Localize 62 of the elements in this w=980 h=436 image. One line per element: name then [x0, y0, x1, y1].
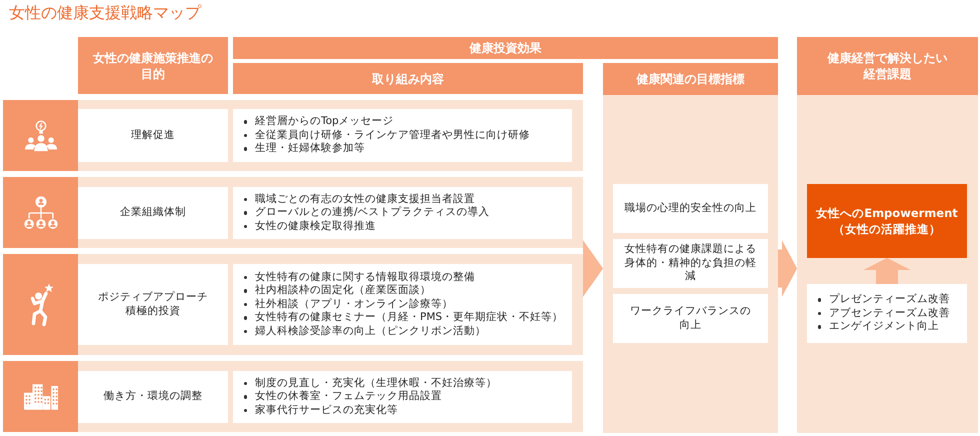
bullet-item: エンゲイジメント向上: [815, 320, 939, 334]
header-band: [233, 63, 583, 94]
category-card: [78, 371, 228, 423]
category-label: 理解促進: [131, 128, 175, 142]
bullet-item: プレゼンティーズム改善: [815, 293, 950, 307]
icon-tile: [3, 100, 78, 171]
icon-tile: [3, 361, 78, 432]
goal-card: [613, 184, 768, 233]
highlight-text: （女性の活躍推進）: [833, 221, 941, 237]
block-arrow: [778, 240, 797, 297]
row-band: [78, 254, 583, 355]
header-band: [233, 37, 778, 59]
category-label: ポジティブアプローチ: [98, 291, 208, 304]
bullet-item: 社外相談（アプリ・オンライン診療等）: [241, 298, 453, 312]
category-card: [78, 187, 228, 239]
bullet-item: 女性の休養室・フェムテック用品設置: [241, 390, 442, 404]
list-card: [807, 284, 967, 343]
bullet-item: グローバルとの連携/ベストプラクティスの導入: [241, 206, 490, 220]
category-label: 積極的投資: [126, 304, 180, 318]
block-arrow: [863, 258, 911, 284]
category-card: [78, 264, 228, 345]
category-label: 企業組織体制: [120, 206, 186, 220]
row-band: [78, 100, 583, 171]
column-header: 健康経営で解決したい経営課題: [797, 37, 978, 95]
bullet-item: 社内相談枠の固定化（産業医面談）: [241, 284, 431, 298]
icon-tile: [3, 254, 78, 355]
bullet-item: 職域ごとの有志の女性の健康支援担当者設置: [241, 192, 475, 206]
bullet-item: 婦人科検診受診率の向上（ピンクリボン活動）: [241, 324, 486, 338]
goal-card: [613, 239, 768, 288]
bullet-item: 女性の健康検定取得推進: [241, 220, 376, 234]
bullet-item: 家事代行サービスの充実化等: [241, 404, 398, 418]
diagram-title: 女性の健康支援戦略マップ: [9, 3, 201, 23]
list-card: [233, 264, 572, 345]
highlight-card: [807, 184, 967, 258]
column-panel: [797, 37, 978, 433]
goal-card: [613, 294, 768, 343]
column-panel: [603, 63, 778, 433]
column-header: 健康関連の目標指標: [603, 63, 778, 95]
header-band: [78, 37, 228, 94]
bullet-item: 経営層からのTopメッセージ: [241, 115, 394, 129]
list-card: [233, 109, 572, 162]
row-band: [78, 361, 583, 432]
category-label: 働き方・環境の調整: [104, 390, 202, 404]
header-title: 取り組み内容: [372, 70, 444, 86]
bullet-item: 女性特有の健康セミナー（月経・PMS・更年期症状・不妊等）: [241, 311, 564, 325]
header-title: 女性の健康施策推進の目的: [92, 50, 214, 82]
bullet-item: アブセンティーズム改善: [815, 306, 950, 320]
category-card: [78, 109, 228, 162]
block-arrow: [583, 240, 603, 297]
icon-tile: [3, 177, 78, 248]
goal-text: ワークライフバランスの向上: [629, 305, 752, 332]
goal-text: 女性特有の健康課題による身体的・精神的な負担の軽減: [624, 243, 758, 284]
bullet-item: 制度の見直し・充実化（生理休暇・不妊治療等）: [241, 376, 497, 390]
bullet-item: 全従業員向け研修・ラインケア管理者や男性に向け研修: [241, 128, 530, 142]
row-band: [78, 177, 583, 248]
list-card: [233, 371, 572, 423]
header-title: 健康投資効果: [470, 40, 542, 56]
goal-text: 職場の心理的安全性の向上: [624, 202, 756, 216]
list-card: [233, 187, 572, 239]
bullet-item: 女性特有の健康に関する情報取得環境の整備: [241, 270, 475, 284]
highlight-text: 女性へのEmpowerment: [816, 205, 958, 221]
bullet-item: 生理・妊婦体験参加等: [241, 142, 365, 156]
